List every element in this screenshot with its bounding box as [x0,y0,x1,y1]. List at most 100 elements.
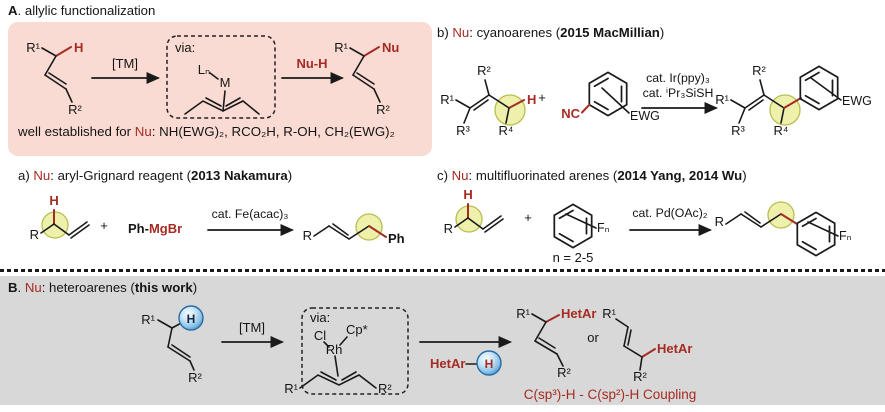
ph-label: Ph [388,231,405,246]
benzene-ring [796,211,836,257]
tm-arrow: [TM] [221,320,285,348]
product-structure: Fₙ R [715,201,852,257]
fn-label: Fₙ [597,221,610,235]
sphere-h-label: H [187,312,196,326]
ewg-label: EWG [630,109,660,123]
mgbr-part: MgBr [149,221,182,236]
ligand-label: Lₙ [198,62,210,77]
sphere-h-label: H [485,357,494,371]
r1-label: R¹ [334,40,348,55]
catalyst-arrow: cat. Pd(OAc)₂ [629,206,713,236]
cyanoarene-reagent: NC EWG [561,71,660,123]
via-label: via: [175,40,195,55]
r2-label: R² [752,63,766,78]
panel-B-this-work: this work [134,280,193,295]
panel-b-reference: 2015 MacMillian [560,25,660,40]
allylic-h-label: H [527,92,536,107]
r2-label: R² [378,381,392,396]
r2-label: R² [376,102,390,117]
panel-b-prefix: b) [437,25,453,40]
r2-label: R² [68,102,82,117]
h-sphere [178,305,204,331]
r1-label: R¹ [141,312,155,327]
substrate-structure: H R [30,193,90,242]
panel-c-reference: 2014 Yang, 2014 Wu [617,168,743,183]
plus-sign: + [538,90,546,105]
heteroarene-scheme: H R¹ R² [TM] via: Cl Rh Cp* [141,305,697,402]
grignard-scheme: H R + Ph-MgBr cat. Fe(acac)₃ R Ph [30,193,405,246]
r1-label: R¹ [715,92,729,107]
hetar-label: HetAr [430,356,465,371]
panel-b-nu: Nu [452,25,470,40]
dashed-box [301,307,409,395]
r1-label: R¹ [284,381,298,396]
catalyst-arrow: cat. Fe(acac)₃ [207,207,295,236]
panel-c-prefix: c) [437,168,452,183]
panel-A-letter: A [8,3,18,18]
nu-h-label: Nu-H [296,56,327,71]
footnote-text-1: well established for [18,124,135,139]
catalyst-label: cat. Pd(OAc)₂ [632,206,707,220]
fluoroarene-scheme: H R + Fₙ n = 2-5 cat. Pd(OAc)₂ [444,187,852,265]
plus-sign: + [524,210,532,225]
r-label: R [30,227,39,242]
catalyst-label: cat. Fe(acac)₃ [212,207,289,221]
substrate-structure: H R [444,187,504,236]
panel-A-footnote: well established for Nu: NH(EWG)₂, RCO₂H… [18,124,395,139]
r1-label: R¹ [26,40,40,55]
panel-A-title-text: . allylic functionalization [17,3,156,18]
r1-label: R¹ [440,92,454,107]
panel-a-title-text: : aryl-Grignard reagent ( [50,168,191,183]
panel-a-suffix: ) [287,168,293,183]
dashed-separator [0,269,885,272]
grignard-reagent-label: Ph-MgBr [128,221,182,236]
via-intermediate-box: via: Lₙ M [166,35,276,119]
catalyst-arrow: cat. Ir(ppy)₃ cat. ⁱPr₃SiSH [641,71,719,114]
panel-c-title-text: : multifluorinated arenes ( [468,168,618,183]
or-label: or [587,330,599,345]
ewg-label: EWG [842,94,872,108]
fluoroarene-reagent: Fₙ n = 2-5 [553,203,610,265]
rh-label: Rh [326,342,343,357]
benzene-ring [588,71,628,117]
footnote-nu: Nu [134,124,152,139]
panel-b-title-text: : cyanoarenes ( [469,25,561,40]
product-structure: R¹ Nu R² [334,40,399,117]
panel-a-heading: a) Nu: aryl-Grignard reagent (2013 Nakam… [18,168,292,183]
panel-c-nu: Nu [451,168,469,183]
nitrile-label: NC [561,106,580,121]
r2-label: R² [633,369,647,384]
panel-B-dot: . [17,280,25,295]
r1-label: R¹ [602,306,616,321]
panel-c-heading: c) Nu: multifluorinated arenes (2014 Yan… [437,168,747,183]
panel-A-highlight-box: R¹ H R² [TM] via: Lₙ M [8,22,432,156]
r-label: R [303,228,312,243]
metal-label: M [220,75,231,90]
tm-label: [TM] [112,56,138,71]
product-structure: EWG R¹ R² R³ R⁴ [715,63,872,138]
catalyst-2-label: cat. ⁱPr₃SiSH [643,86,714,100]
benzene-ring [799,65,839,111]
h-sphere [476,350,502,376]
r4-label: R⁴ [774,123,789,138]
panel-c-suffix: ) [742,168,747,183]
panel-a-prefix: a) [18,168,34,183]
tm-arrow: [TM] [91,56,161,84]
ph-part: Ph- [128,221,149,236]
r-label: R [444,221,453,236]
r-label: R [715,214,724,229]
coupling-caption: C(sp³)-H - C(sp²)-H Coupling [524,387,697,402]
product-structure: R Ph [303,213,405,246]
allylic-h-label: H [49,193,58,208]
catalyst-1-label: cat. Ir(ppy)₃ [646,71,710,85]
panel-B-suffix: ) [192,280,198,295]
r2-label: R² [188,370,202,385]
pi-allyl-bonds [184,72,260,115]
r2-label: R² [557,365,571,380]
substrate-structure: R¹ H R² [26,40,83,117]
panel-b-heading: b) Nu: cyanoarenes (2015 MacMillian) [437,25,664,40]
substrate-structure: R¹ R² R³ R⁴ H [440,63,536,138]
panel-B-heading: B. Nu: heteroarenes (this work) [8,280,197,295]
product-1-structure: R¹ HetAr R² [516,306,596,380]
